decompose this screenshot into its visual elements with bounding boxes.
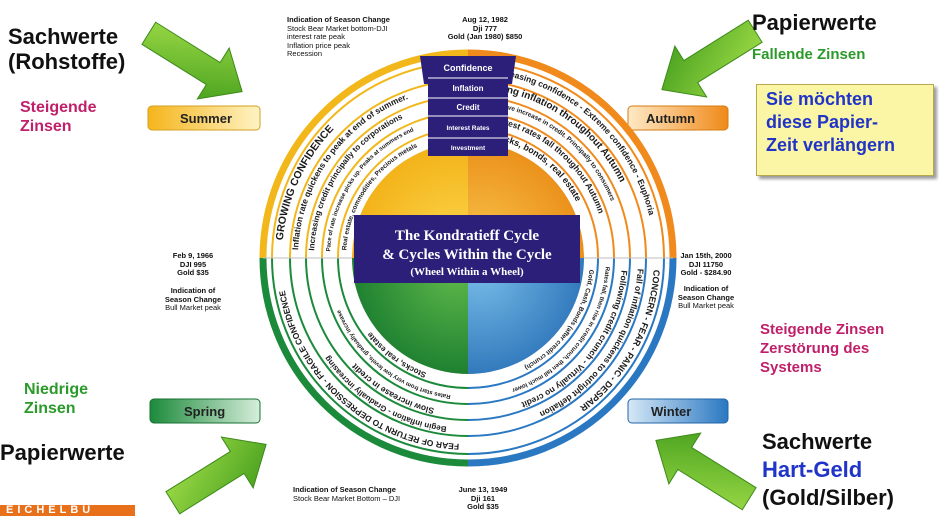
logo: EICHELBU [0, 505, 135, 516]
note-left-change: Indication of Season Change Bull Market … [160, 286, 226, 313]
label-zinsen: Zinsen [20, 118, 72, 135]
note-top-date-line2: Dji 777 [472, 23, 498, 33]
season-label-winter: Winter [651, 404, 691, 419]
tab-investment: Investment [451, 145, 486, 152]
quadrant-spring [352, 258, 468, 374]
note-left-change-line1: Indication of [170, 286, 216, 295]
rim-winter [467, 257, 677, 467]
label-steigende-zinsen-left: Steigende Zinsen [20, 98, 96, 136]
season-bar-winter: Winter [627, 398, 729, 424]
note-left-change-line2: Season Change [164, 294, 222, 304]
rim-spring [259, 257, 469, 467]
season-label-spring: Spring [184, 404, 225, 419]
note-left-date-line2: DJI 995 [179, 259, 207, 269]
heading-hart-geld: Hart-Geld [762, 457, 863, 482]
note-top-left-line2: Stock Bear Market bottom-DJI [287, 23, 388, 33]
arrow-bottom-left [165, 436, 267, 515]
tab-interest-rates: Interest Rates [447, 125, 490, 132]
heading-papierwerte-bottom: Papierwerte [0, 440, 125, 465]
note-top-date-line1: Aug 12, 1982 [462, 15, 508, 24]
callout-line2: diese Papier- [766, 112, 879, 132]
note-right-date-line3: Gold - $284.90 [680, 268, 732, 277]
heading-rohstoffe: (Rohstoffe) [8, 49, 126, 74]
label-steigende-zinsen: Steigende Zinsen [760, 321, 885, 338]
note-bottom-date-line3: Gold $35 [467, 502, 499, 511]
season-bar-spring: Spring [149, 398, 261, 424]
note-bottom-date-line2: Dji 161 [470, 493, 496, 503]
note-bottom-change-line2: Stock Bear Market Bottom – DJI [293, 493, 401, 503]
label-fallende-zinsen: Fallende Zinsen [752, 46, 866, 63]
heading-sachwerte: Sachwerte [8, 24, 119, 49]
note-right-change-line2: Season Change [677, 292, 735, 302]
arrow-top-left [141, 21, 243, 100]
center-title-panel: The Kondratieff Cycle & Cycles Within th… [354, 215, 580, 283]
heading-sachwerte-hartgeld: Sachwerte Hart-Geld (Gold/Silber) [762, 428, 894, 512]
note-left-date: Feb 9, 1966 DJI 995 Gold $35 [165, 251, 221, 278]
note-left-date-line3: Gold $35 [177, 268, 209, 277]
note-bottom-date-line1: June 13, 1949 [458, 485, 508, 494]
note-right-change: Indication of Season Change Bull Market … [671, 284, 741, 311]
label-zerstoerung-des: Zerstörung des [760, 340, 870, 357]
callout-line1: Sie möchten [766, 89, 874, 109]
tab-confidence: Confidence [443, 63, 492, 73]
label-systems: Systems [760, 359, 822, 376]
logo-text: EICHELBU [6, 505, 95, 516]
label-steigende: Steigende [20, 99, 97, 116]
tab-inflation: Inflation [452, 84, 483, 93]
label-niedrige: Niedrige [24, 381, 89, 398]
quadrant-winter [468, 258, 584, 374]
note-left-change-line3: Bull Market peak [165, 303, 221, 312]
season-bar-summer: Summer [147, 105, 261, 131]
arrow-top-right [661, 19, 763, 98]
heading-sachwerte-bottom: Sachwerte [762, 429, 873, 454]
note-right-date: Jan 15th, 2000 DJI 11750 Gold - $284.90 [671, 251, 741, 278]
note-top-left-line5: Recession [287, 49, 323, 58]
heading-sachwerte-rohstoffe: Sachwerte (Rohstoffe) [8, 24, 125, 74]
note-right-change-line3: Bull Market peak [678, 301, 734, 310]
label-steigende-zinsen-right: Steigende Zinsen Zerstörung des Systems [760, 320, 884, 377]
indicator-tabs: Confidence Inflation Credit Interest Rat… [420, 56, 516, 156]
tab-credit: Credit [456, 103, 479, 112]
note-bottom-date: June 13, 1949 Dji 161 Gold $35 [438, 485, 528, 512]
note-top-left-line1: Indication of Season Change [287, 15, 390, 24]
label-zinsen-low: Zinsen [24, 400, 76, 417]
heading-gold-silber: (Gold/Silber) [762, 485, 894, 510]
note-left-date-line1: Feb 9, 1966 [172, 251, 214, 260]
note-right-date-line1: Jan 15th, 2000 [680, 251, 732, 260]
center-title-line2: & Cycles Within the Cycle [382, 247, 552, 263]
note-top-left: Indication of Season Change Stock Bear M… [287, 15, 390, 59]
note-top-left-line3: interest rate peak [287, 32, 345, 41]
note-top-left-line4: Inflation price peak [287, 40, 350, 50]
center-title-line3: (Wheel Within a Wheel) [410, 266, 524, 278]
season-bar-autumn: Autumn [627, 105, 729, 131]
note-top-date: Aug 12, 1982 Dji 777 Gold (Jan 1980) $85… [440, 15, 530, 42]
label-niedrige-zinsen: Niedrige Zinsen [24, 380, 88, 418]
arrow-bottom-right [655, 432, 757, 511]
callout-line3: Zeit verlängern [766, 135, 896, 155]
note-right-date-line2: DJI 11750 [688, 259, 724, 269]
note-right-change-line1: Indication of [683, 284, 729, 293]
center-title-line1: The Kondratieff Cycle [395, 228, 539, 244]
callout-box: Sie möchten diese Papier- Zeit verlänger… [756, 84, 934, 176]
note-top-date-line3: Gold (Jan 1980) $850 [447, 32, 523, 41]
season-label-summer: Summer [180, 111, 232, 126]
note-bottom-change-line1: Indication of Season Change [293, 485, 396, 494]
note-bottom-change: Indication of Season Change Stock Bear M… [293, 485, 401, 503]
heading-papierwerte-top: Papierwerte [752, 10, 877, 35]
season-label-autumn: Autumn [646, 111, 695, 126]
